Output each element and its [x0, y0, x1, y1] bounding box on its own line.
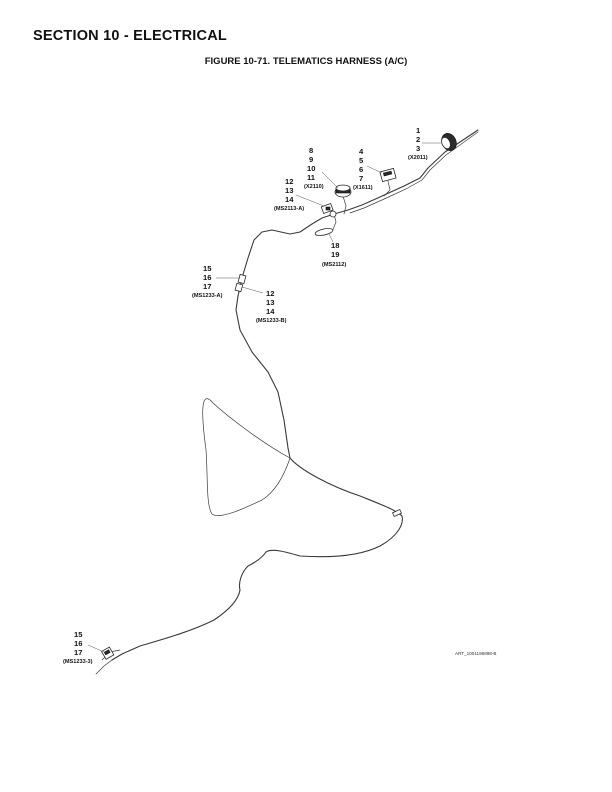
svg-text:13: 13: [285, 186, 293, 195]
svg-text:17: 17: [74, 648, 82, 657]
svg-text:8: 8: [309, 146, 313, 155]
svg-text:18: 18: [331, 241, 339, 250]
svg-text:(X1611): (X1611): [353, 185, 373, 191]
callout-ms1233a: 15 16 17 (MS1233-A): [192, 264, 223, 299]
svg-text:(X2011): (X2011): [408, 155, 428, 161]
callout-x1611: 4 5 6 7 (X1611): [353, 147, 373, 191]
art-reference: ART_1001196898-B: [455, 651, 496, 656]
figure-title: FIGURE 10-71. TELEMATICS HARNESS (A/C): [204, 56, 408, 67]
svg-text:12: 12: [285, 177, 293, 186]
svg-text:3: 3: [416, 144, 420, 153]
svg-text:9: 9: [309, 155, 313, 164]
svg-text:12: 12: [266, 289, 274, 298]
svg-text:16: 16: [74, 639, 82, 648]
callout-x2110: 8 9 10 11 (X2110): [304, 146, 324, 190]
svg-text:(X2110): (X2110): [304, 184, 324, 190]
svg-text:16: 16: [203, 273, 211, 282]
svg-text:13: 13: [266, 298, 274, 307]
svg-text:(MS1233-3): (MS1233-3): [63, 659, 93, 665]
svg-text:4: 4: [359, 147, 364, 156]
callout-ms2113a: 12 13 14 (MS2113-A): [274, 177, 304, 212]
callout-ms12333: 15 16 17 (MS1233-3): [63, 630, 93, 665]
svg-text:14: 14: [266, 307, 275, 316]
callout-ms1233b: 12 13 14 (MS1233-B): [256, 289, 287, 324]
svg-text:(MS1233-B): (MS1233-B): [256, 318, 287, 324]
svg-text:(MS2112): (MS2112): [322, 262, 346, 268]
connector-ms12333: [100, 646, 115, 660]
svg-text:19: 19: [331, 250, 339, 259]
svg-text:1: 1: [416, 126, 421, 135]
svg-text:15: 15: [74, 630, 83, 639]
svg-text:7: 7: [359, 174, 363, 183]
connector-ms2113a: [320, 202, 337, 218]
leader-lines: [87, 142, 441, 653]
svg-text:11: 11: [307, 173, 316, 182]
svg-text:(MS2113-A): (MS2113-A): [274, 206, 304, 212]
callout-x2011: 1 2 3 (X2011): [408, 126, 428, 161]
svg-text:10: 10: [307, 164, 315, 173]
connector-ms2112: [314, 228, 334, 236]
connector-x2110: [334, 184, 352, 198]
svg-text:17: 17: [203, 282, 211, 291]
connector-x2011: [441, 133, 457, 151]
svg-text:2: 2: [416, 135, 420, 144]
connector-ms1233b: [234, 282, 244, 293]
svg-text:(MS1233-A): (MS1233-A): [192, 293, 223, 299]
svg-text:6: 6: [359, 165, 363, 174]
svg-text:14: 14: [285, 195, 294, 204]
svg-text:15: 15: [203, 264, 212, 273]
connector-x1611: [379, 167, 397, 183]
connector-ms1233a: [237, 273, 247, 285]
section-title: SECTION 10 - ELECTRICAL: [33, 28, 227, 44]
callout-ms2112: 18 19 (MS2112): [322, 241, 346, 268]
wire-clip: [391, 508, 403, 518]
svg-text:5: 5: [359, 156, 364, 165]
